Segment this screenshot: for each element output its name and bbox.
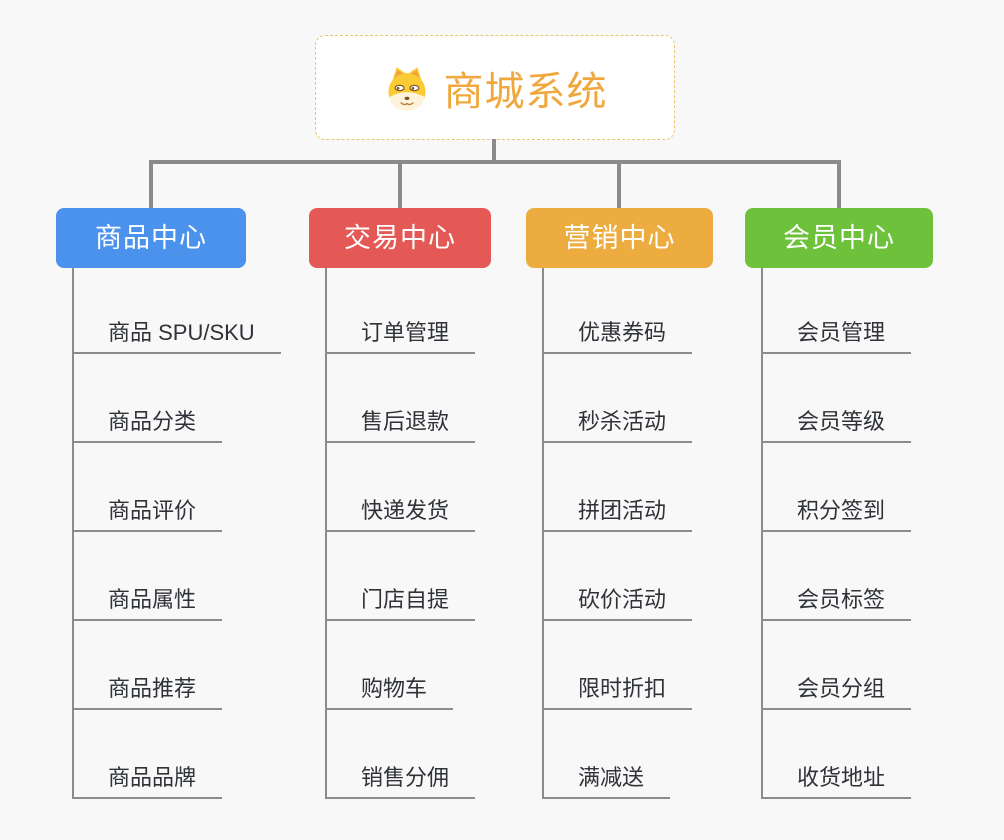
- child-node-label[interactable]: 商品分类: [74, 404, 223, 443]
- child-node: 会员等级: [763, 354, 933, 443]
- child-node: 商品分类: [74, 354, 281, 443]
- branch-children-product: 商品 SPU/SKU 商品分类 商品评价 商品属性 商品推荐 商品品牌: [72, 268, 281, 799]
- child-node-label[interactable]: 会员标签: [763, 582, 912, 621]
- child-node: 满减送: [544, 710, 713, 799]
- branch-column-product: 商品中心 商品 SPU/SKU 商品分类 商品评价 商品属性 商品推荐 商品品牌: [56, 208, 281, 799]
- child-node: 商品品牌: [74, 710, 281, 799]
- child-node: 砍价活动: [544, 532, 713, 621]
- child-node-label[interactable]: 会员分组: [763, 671, 912, 710]
- child-node-label[interactable]: 商品属性: [74, 582, 223, 621]
- root-node-label: 商城系统: [443, 69, 608, 114]
- child-node: 商品评价: [74, 443, 281, 532]
- child-node: 优惠券码: [544, 268, 713, 354]
- branch-children-trade: 订单管理 售后退款 快递发货 门店自提 购物车 销售分佣: [325, 268, 491, 799]
- child-node-label[interactable]: 限时折扣: [544, 671, 693, 710]
- branch-node-marketing-center[interactable]: 营销中心: [526, 208, 713, 268]
- child-node: 快递发货: [327, 443, 491, 532]
- child-node: 商品推荐: [74, 621, 281, 710]
- child-node-label[interactable]: 快递发货: [327, 493, 476, 532]
- child-node: 收货地址: [763, 710, 933, 799]
- child-node-label[interactable]: 订单管理: [327, 315, 476, 354]
- branch-node-product-center[interactable]: 商品中心: [56, 208, 246, 268]
- child-node-label[interactable]: 积分签到: [763, 493, 912, 532]
- child-node: 会员分组: [763, 621, 933, 710]
- child-node-label[interactable]: 销售分佣: [327, 760, 476, 799]
- connector-drop-member: [837, 160, 841, 209]
- child-node-label[interactable]: 商品品牌: [74, 760, 223, 799]
- dog-face-icon: [387, 66, 426, 110]
- child-node-label[interactable]: 商品 SPU/SKU: [74, 315, 281, 354]
- branch-column-trade: 交易中心 订单管理 售后退款 快递发货 门店自提 购物车 销售分佣: [309, 208, 491, 799]
- child-node: 售后退款: [327, 354, 491, 443]
- connector-drop-trade: [398, 160, 402, 209]
- child-node: 销售分佣: [327, 710, 491, 799]
- branch-children-marketing: 优惠券码 秒杀活动 拼团活动 砍价活动 限时折扣 满减送: [542, 268, 713, 799]
- child-node-label[interactable]: 门店自提: [327, 582, 476, 621]
- branch-column-member: 会员中心 会员管理 会员等级 积分签到 会员标签 会员分组 收货地址: [745, 208, 933, 799]
- connector-drop-marketing: [617, 160, 621, 209]
- child-node-label[interactable]: 砍价活动: [544, 582, 693, 621]
- child-node-label[interactable]: 会员等级: [763, 404, 912, 443]
- child-node: 门店自提: [327, 532, 491, 621]
- child-node: 秒杀活动: [544, 354, 713, 443]
- connector-horizontal-bar: [149, 160, 841, 164]
- branch-node-member-center[interactable]: 会员中心: [745, 208, 933, 268]
- child-node: 积分签到: [763, 443, 933, 532]
- child-node-label[interactable]: 秒杀活动: [544, 404, 693, 443]
- branch-column-marketing: 营销中心 优惠券码 秒杀活动 拼团活动 砍价活动 限时折扣 满减送: [526, 208, 713, 799]
- child-node-label[interactable]: 优惠券码: [544, 315, 693, 354]
- child-node-label[interactable]: 拼团活动: [544, 493, 693, 532]
- connector-drop-product: [149, 160, 153, 209]
- child-node: 商品属性: [74, 532, 281, 621]
- child-node: 限时折扣: [544, 621, 713, 710]
- child-node-label[interactable]: 满减送: [544, 760, 671, 799]
- child-node-label[interactable]: 购物车: [327, 671, 454, 710]
- child-node-label[interactable]: 售后退款: [327, 404, 476, 443]
- child-node-label[interactable]: 会员管理: [763, 315, 912, 354]
- child-node-label[interactable]: 商品评价: [74, 493, 223, 532]
- branch-node-trade-center[interactable]: 交易中心: [309, 208, 491, 268]
- child-node: 商品 SPU/SKU: [74, 268, 281, 354]
- child-node: 会员管理: [763, 268, 933, 354]
- child-node-label[interactable]: 商品推荐: [74, 671, 223, 710]
- branch-children-member: 会员管理 会员等级 积分签到 会员标签 会员分组 收货地址: [761, 268, 933, 799]
- child-node: 订单管理: [327, 268, 491, 354]
- child-node: 购物车: [327, 621, 491, 710]
- connector-root-stem: [492, 139, 496, 164]
- child-node: 拼团活动: [544, 443, 713, 532]
- child-node-label[interactable]: 收货地址: [763, 760, 912, 799]
- root-node-mall-system[interactable]: 商城系统: [315, 35, 675, 140]
- child-node: 会员标签: [763, 532, 933, 621]
